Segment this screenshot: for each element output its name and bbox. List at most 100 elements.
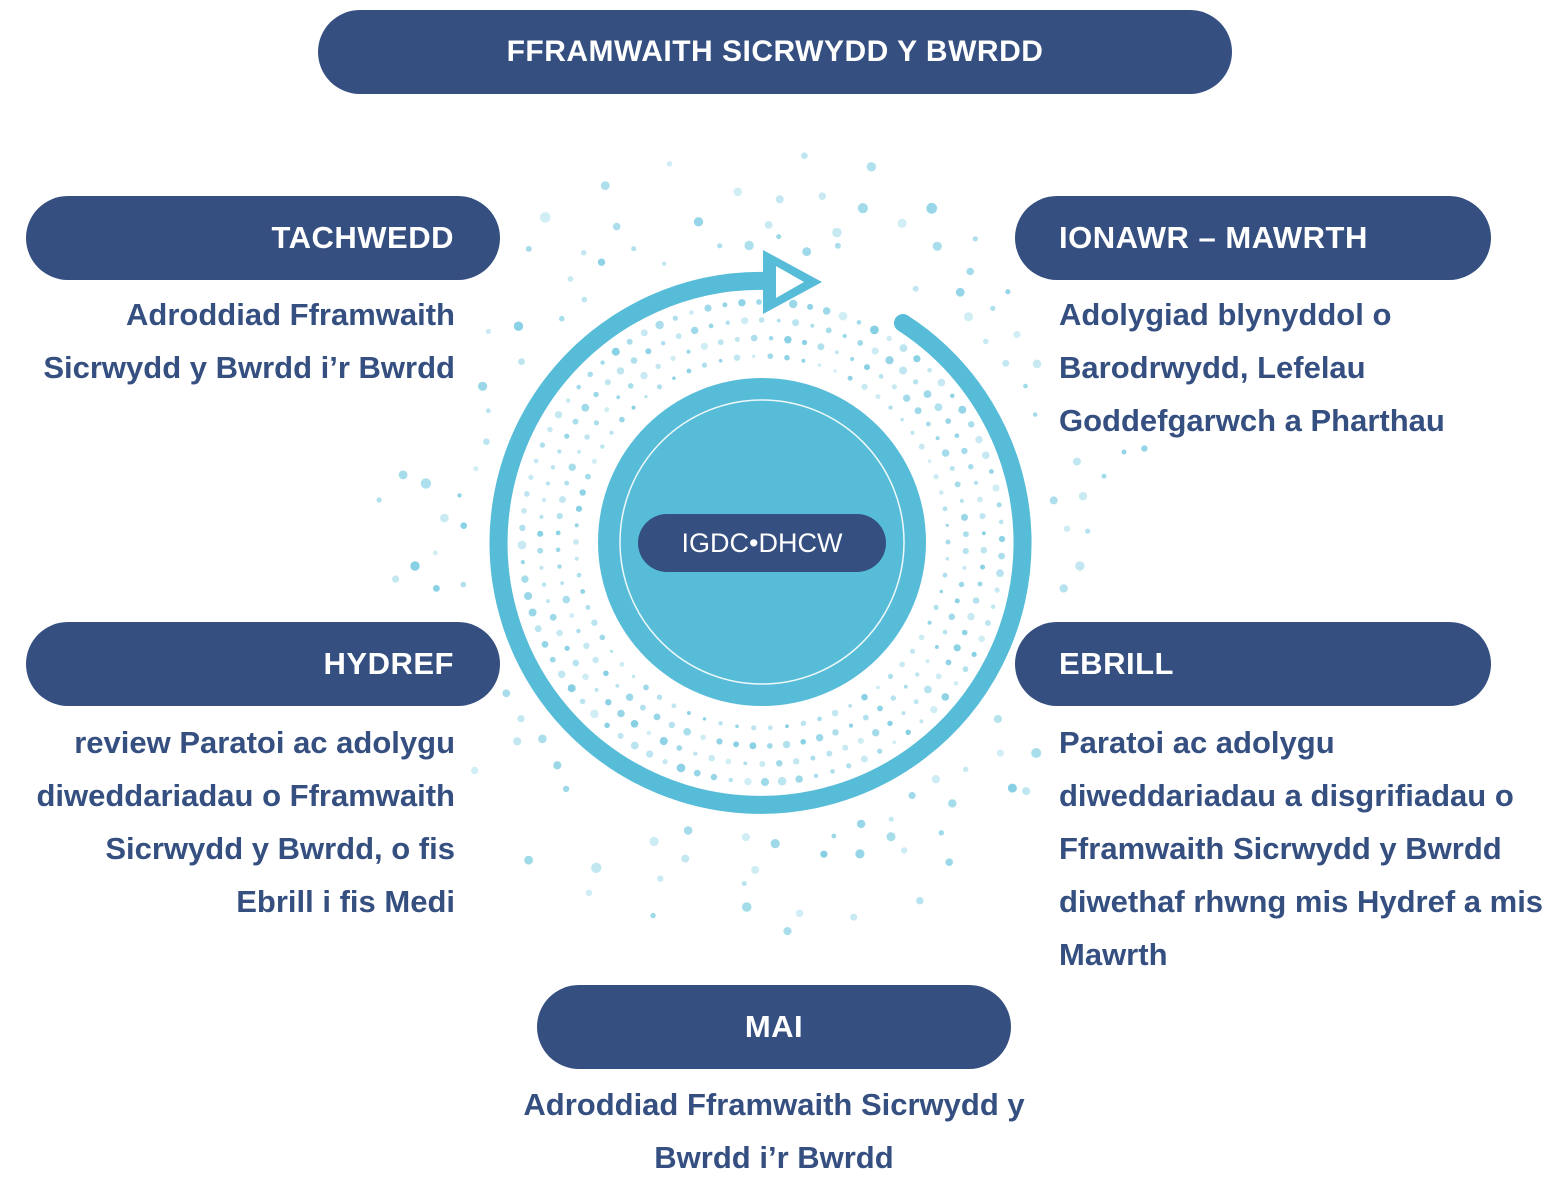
decor-dot [478, 381, 488, 391]
decor-dot [656, 694, 663, 700]
decor-dot [934, 403, 943, 412]
decor-dot [432, 550, 438, 556]
decor-dot [576, 572, 582, 578]
decor-dot [676, 745, 683, 751]
decor-dot [789, 299, 798, 309]
decor-dot [537, 530, 544, 537]
decor-dot [888, 405, 893, 410]
decor-dot [471, 766, 479, 775]
decor-dot [856, 320, 862, 325]
stage-heading-hydref: HYDREF [26, 622, 500, 706]
decor-dot [585, 473, 591, 480]
decor-dot [410, 561, 420, 571]
stage-heading-text: IONAWR – MAWRTH [1059, 220, 1368, 255]
decor-dot [930, 706, 938, 714]
decor-dot [631, 246, 637, 252]
decor-dot [990, 604, 996, 609]
decor-dot [945, 556, 950, 561]
decor-dot [1072, 457, 1081, 466]
decor-dot [749, 742, 757, 750]
decor-dot [576, 628, 581, 634]
decor-dot [718, 358, 723, 363]
decor-dot [619, 662, 625, 667]
decor-dot [398, 470, 408, 480]
decor-dot [776, 318, 781, 323]
stage-heading-text: HYDREF [323, 646, 454, 681]
decor-dot [585, 605, 591, 610]
decor-dot [460, 581, 467, 588]
decor-dot [792, 319, 800, 327]
decor-dot [722, 302, 728, 308]
decor-dot [609, 649, 614, 653]
decor-dot [581, 250, 587, 256]
decor-dot [834, 242, 841, 249]
decor-dot [659, 737, 668, 746]
decor-dot [857, 340, 864, 346]
decor-dot [848, 704, 852, 708]
decor-dot [916, 897, 924, 905]
decor-dot [860, 755, 868, 763]
decor-dot [1075, 561, 1085, 571]
decor-dot [759, 761, 766, 767]
decor-dot [582, 673, 589, 681]
decor-dot [655, 320, 664, 330]
decor-dot [847, 375, 853, 381]
decor-dot [518, 358, 525, 365]
decor-dot [973, 480, 979, 485]
decor-dot [392, 575, 400, 583]
decor-dot [594, 687, 599, 692]
decor-dot [993, 714, 1003, 724]
decor-dot [579, 698, 586, 705]
decor-dot [903, 394, 911, 402]
decor-dot [810, 323, 815, 328]
decor-dot [768, 335, 774, 341]
decor-dot [953, 681, 959, 686]
decor-dot [857, 737, 864, 744]
decor-dot [834, 350, 839, 355]
decor-dot [541, 582, 547, 587]
decor-dot [958, 581, 965, 588]
decor-dot [605, 699, 612, 706]
decor-dot [617, 732, 624, 739]
decor-dot [954, 481, 961, 488]
decor-dot [735, 724, 739, 729]
decor-dot [959, 498, 964, 503]
decor-dot [617, 709, 625, 718]
decor-dot [801, 339, 808, 346]
decor-dot [485, 408, 491, 414]
decor-dot [875, 394, 881, 400]
decor-dot [718, 721, 723, 726]
decor-dot [897, 218, 907, 228]
decor-dot [616, 367, 625, 375]
decor-dot [915, 672, 920, 677]
decor-dot [980, 564, 986, 570]
decor-dot [564, 645, 570, 651]
decor-dot [533, 458, 539, 464]
decor-dot [850, 356, 855, 362]
decor-dot [925, 659, 930, 664]
decor-dot [758, 317, 765, 323]
decor-dot [710, 773, 718, 781]
decor-dot [919, 719, 924, 724]
decor-dot [782, 740, 791, 749]
decor-dot [994, 587, 1000, 593]
decor-dot [801, 358, 806, 363]
decor-dot [810, 755, 816, 761]
decor-dot [800, 739, 806, 745]
decor-dot [457, 493, 462, 498]
decor-dot [945, 539, 951, 545]
decor-dot [838, 311, 848, 321]
decor-dot [717, 339, 724, 346]
decor-dot [918, 443, 925, 450]
decor-dot [938, 830, 944, 836]
decor-dot [998, 519, 1004, 525]
decor-dot [817, 363, 822, 367]
decor-dot [1007, 783, 1017, 793]
decor-dot [600, 181, 610, 191]
decor-dot [972, 236, 978, 242]
stage-heading-text: TACHWEDD [271, 220, 454, 255]
decor-dot [923, 390, 932, 398]
decor-dot [517, 715, 525, 723]
decor-dot [890, 695, 896, 701]
decor-dot [575, 505, 583, 512]
